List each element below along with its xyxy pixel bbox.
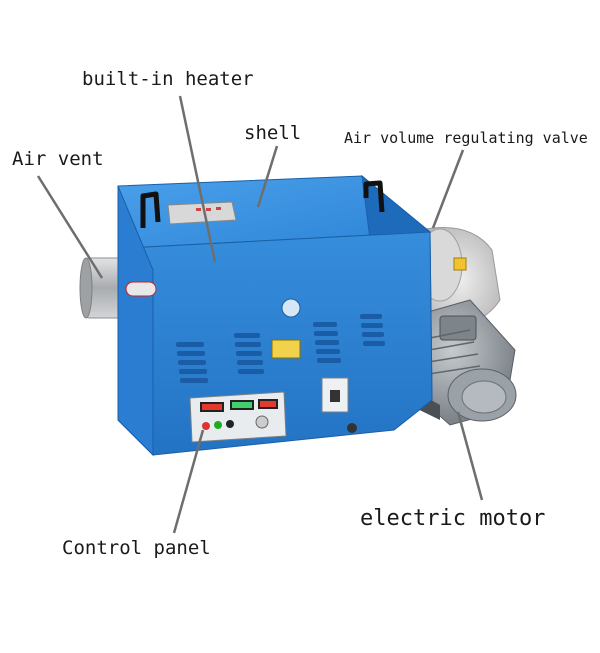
label-control-panel: Control panel <box>62 537 211 559</box>
leader-heater <box>178 95 217 263</box>
label-electric-motor: electric motor <box>360 506 546 531</box>
label-built-in-heater: built-in heater <box>82 68 254 90</box>
label-air-vent: Air vent <box>12 148 104 170</box>
heater-cabinet <box>117 174 433 457</box>
leader-motor <box>456 411 484 501</box>
leader-lines <box>36 95 484 534</box>
label-air-volume-valve: Air volume regulating valve <box>344 129 588 147</box>
leader-valve <box>431 149 465 229</box>
label-shell: shell <box>244 122 302 144</box>
air-vent-pipe <box>79 257 125 319</box>
leader-shell <box>256 145 279 208</box>
control-panel <box>189 391 287 443</box>
leader-vent <box>36 175 104 279</box>
leader-panel <box>172 429 205 534</box>
